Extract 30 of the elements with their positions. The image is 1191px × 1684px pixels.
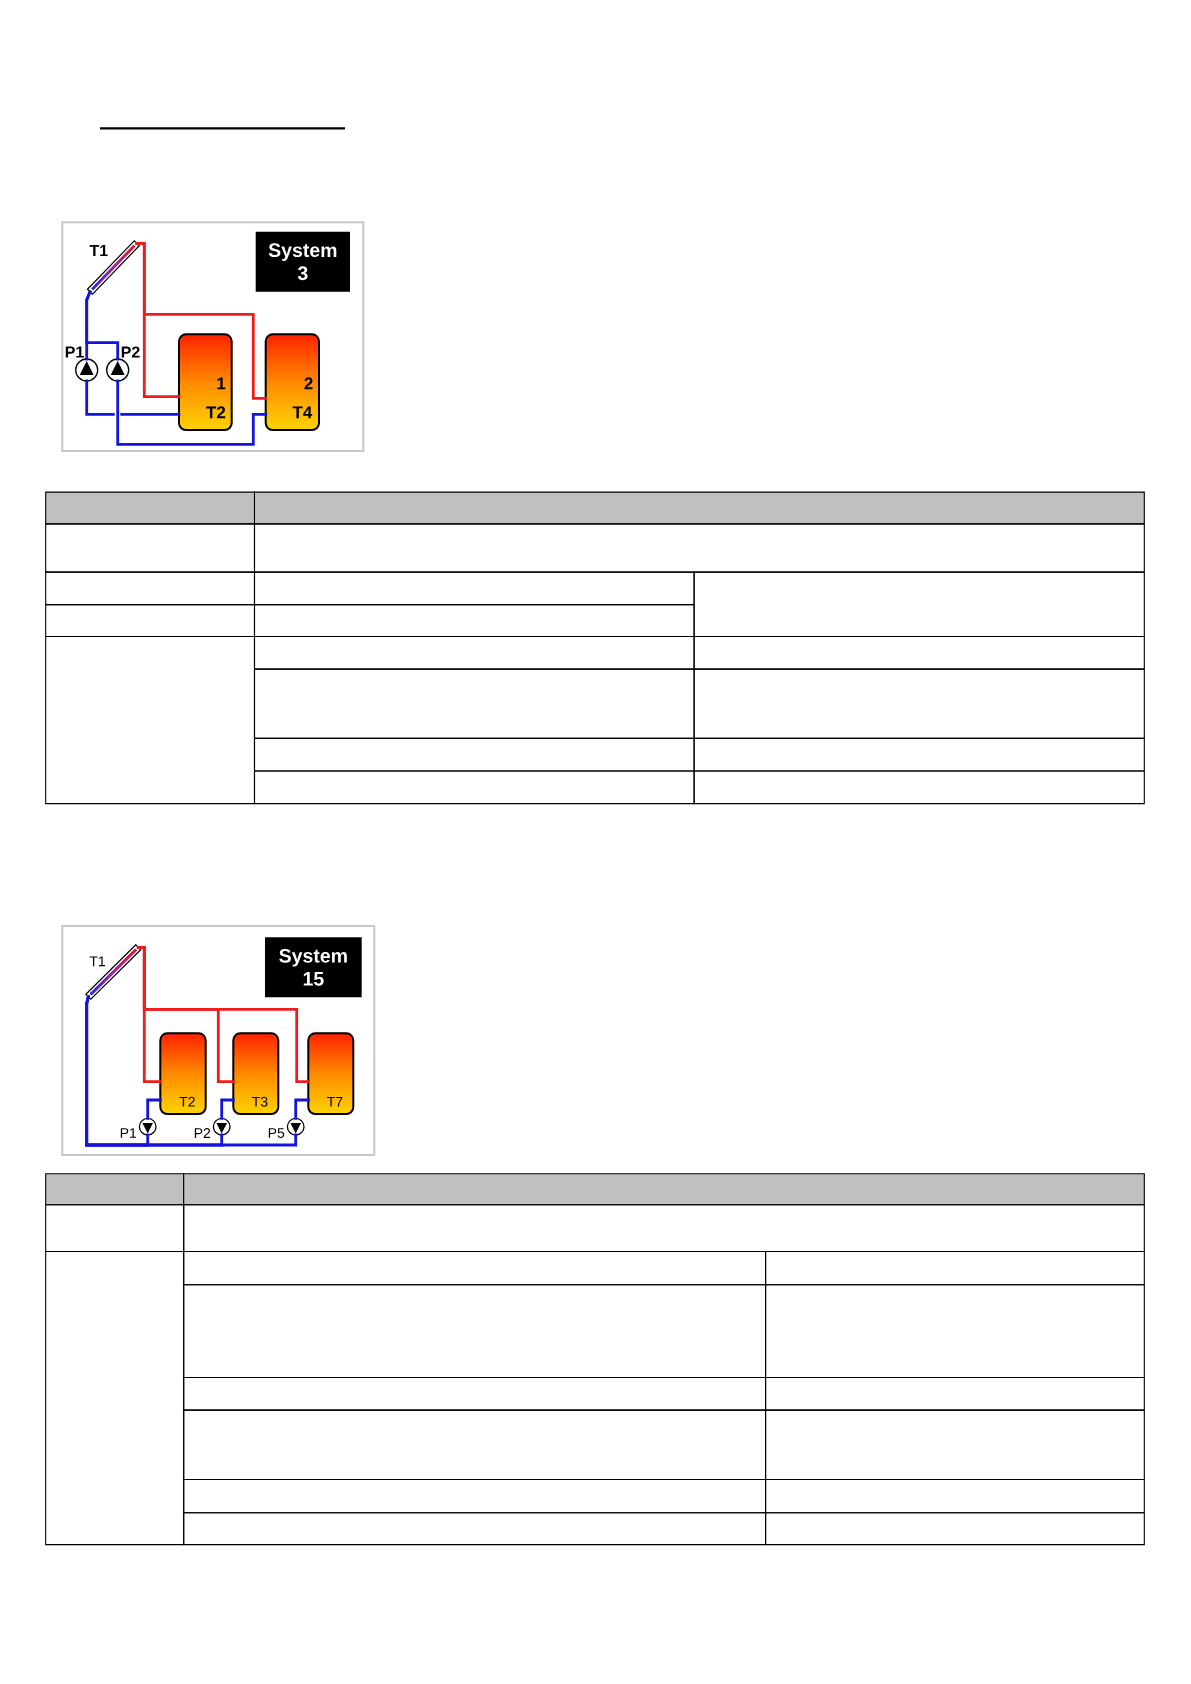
pump-label: P2 <box>194 1128 211 1138</box>
pipe <box>136 945 310 1084</box>
system-label: System 3 <box>255 231 350 292</box>
pump-label: P1 <box>65 346 84 358</box>
pipe <box>146 1098 162 1120</box>
sensor-label: T2 <box>179 1096 195 1107</box>
pipe <box>85 290 120 361</box>
sensor-label: T1 <box>89 956 105 967</box>
sensor-label: T7 <box>327 1096 343 1107</box>
sensor-label: T2 <box>206 406 226 419</box>
sensor-label: T1 <box>89 245 108 256</box>
pipe <box>294 1098 310 1120</box>
pipe <box>135 241 268 400</box>
pump-label: P2 <box>121 346 140 358</box>
pump-label: P1 <box>120 1128 137 1138</box>
pump-label: P5 <box>268 1128 285 1138</box>
storage-tank <box>232 1032 280 1116</box>
pipe <box>85 995 298 1147</box>
sensor-label: T4 <box>292 406 313 419</box>
tank-number: 2 <box>304 377 313 390</box>
storage-tank <box>264 333 320 432</box>
storage-tank <box>178 333 233 432</box>
storage-tank <box>159 1032 207 1116</box>
pipe <box>116 379 268 446</box>
pipe <box>220 1098 235 1120</box>
pipe <box>85 379 181 416</box>
sensor-label: T3 <box>252 1096 268 1107</box>
storage-tank <box>307 1032 355 1116</box>
system-label: System 15 <box>265 937 362 998</box>
tank-number: 1 <box>217 377 226 390</box>
